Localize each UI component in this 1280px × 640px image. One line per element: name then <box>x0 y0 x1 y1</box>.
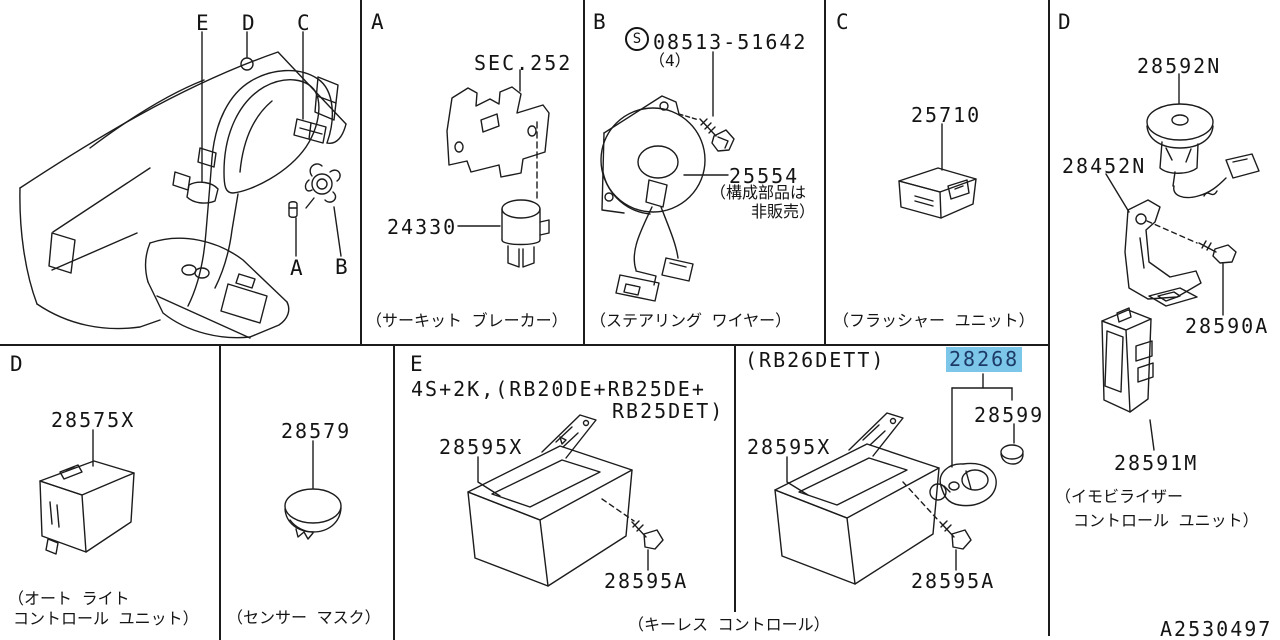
panel-b-letter: B <box>593 10 606 34</box>
part-label-28592n: 28592N <box>1137 54 1222 78</box>
immobilizer-illustration <box>1101 73 1260 451</box>
part-label-28599: 28599 <box>974 403 1045 427</box>
part-label-28595x-rb26: 28595X <box>747 435 832 459</box>
panel-e-letter: E <box>410 352 423 376</box>
autolight-unit-illustration <box>39 429 135 555</box>
dash-callout-e: E <box>196 11 209 35</box>
qty-label-4: （4） <box>649 51 691 70</box>
circled-s-icon: S <box>625 27 649 51</box>
dash-callout-b: B <box>335 255 348 279</box>
part-label-28595a-e: 28595A <box>604 569 689 593</box>
steering-wire-illustration <box>600 51 735 302</box>
engine-note-line1: 4S+2K,(RB20DE+RB25DE+ <box>411 377 706 401</box>
caption-autolight-line1: （オート ライト <box>8 589 130 608</box>
part-label-28452n: 28452N <box>1062 154 1147 178</box>
dash-callout-a: A <box>290 256 303 280</box>
caption-keyless-control: （キーレス コントロール） <box>628 615 830 634</box>
part-label-28595x-e: 28595X <box>439 435 524 459</box>
circuit-breaker-illustration <box>446 69 550 268</box>
panel-d-bottom-letter: D <box>10 352 23 376</box>
part-label-24330: 24330 <box>387 215 458 239</box>
panel-borders <box>0 0 1050 640</box>
note-component-line2: 非販売） <box>751 202 816 221</box>
note-component-line1: （構成部品は <box>710 183 807 202</box>
part-label-25554: 25554 <box>729 164 800 188</box>
panel-d-right-letter: D <box>1058 10 1071 34</box>
part-label-08513-51642: 08513-51642 <box>653 30 808 54</box>
part-label-28575x: 28575X <box>51 408 136 432</box>
flasher-unit-illustration <box>898 123 977 219</box>
caption-circuit-breaker: （サーキット ブレーカー） <box>366 311 568 330</box>
engine-note-rb26: (RB26DETT) <box>745 348 886 372</box>
part-label-28590a: 28590A <box>1185 314 1270 338</box>
caption-autolight-line2: コントロール ユニット） <box>13 609 199 628</box>
sensor-mask-illustration <box>284 440 342 540</box>
engine-note-line2: RB25DET) <box>612 399 725 423</box>
part-label-28591m: 28591M <box>1114 451 1199 475</box>
caption-steering-wire: （ステアリング ワイヤー） <box>590 311 792 330</box>
part-label-25710: 25710 <box>911 103 982 127</box>
dash-callout-d: D <box>242 11 255 35</box>
keyless-unit-e-illustration <box>467 414 664 587</box>
panel-c-letter: C <box>836 10 849 34</box>
dashboard-illustration <box>19 31 347 339</box>
sec-252-label: SEC.252 <box>474 51 573 75</box>
panel-a-letter: A <box>371 10 384 34</box>
caption-immobilizer-line1: （イモビライザー <box>1055 487 1184 506</box>
part-label-28268-highlighted: 28268 <box>946 347 1023 372</box>
caption-flasher-unit: （フラッシャー ユニット） <box>833 311 1035 330</box>
caption-immobilizer-line2: コントロール ユニット） <box>1073 511 1259 530</box>
dash-callout-c: C <box>297 11 310 35</box>
diagram-code: A2530497 <box>1160 617 1273 640</box>
caption-sensor-mask: （センサー マスク） <box>227 608 381 627</box>
part-label-28579: 28579 <box>281 419 352 443</box>
keyless-unit-rb26-illustration <box>774 373 1024 585</box>
part-label-28595a-rb26: 28595A <box>911 569 996 593</box>
